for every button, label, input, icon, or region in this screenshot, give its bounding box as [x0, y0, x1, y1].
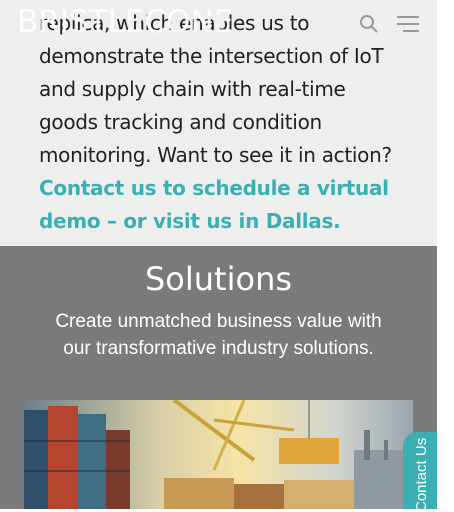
search-icon[interactable]	[359, 14, 379, 34]
contact-demo-link[interactable]: Contact us to schedule a virtual demo – …	[39, 176, 389, 233]
solutions-heading: Solutions	[144, 260, 293, 298]
container-port-image	[24, 400, 413, 509]
bristlecone-logo[interactable]: BRISTLECONE	[17, 4, 234, 40]
hamburger-menu-icon[interactable]	[397, 16, 419, 32]
solutions-subtitle: Create unmatched business value with our…	[55, 311, 382, 359]
intro-section: replica, which enables us to demonstrate…	[0, 0, 437, 246]
contact-us-label: Contact Us	[413, 437, 430, 512]
site-header: BRISTLECONE	[0, 0, 437, 50]
contact-us-tab[interactable]: Contact Us	[403, 432, 437, 512]
intro-paragraph: replica, which enables us to demonstrate…	[39, 7, 409, 238]
intro-text: replica, which enables us to demonstrate…	[39, 11, 392, 167]
solutions-section: Solutions Create unmatched business valu…	[0, 246, 437, 509]
page: replica, which enables us to demonstrate…	[0, 0, 437, 509]
